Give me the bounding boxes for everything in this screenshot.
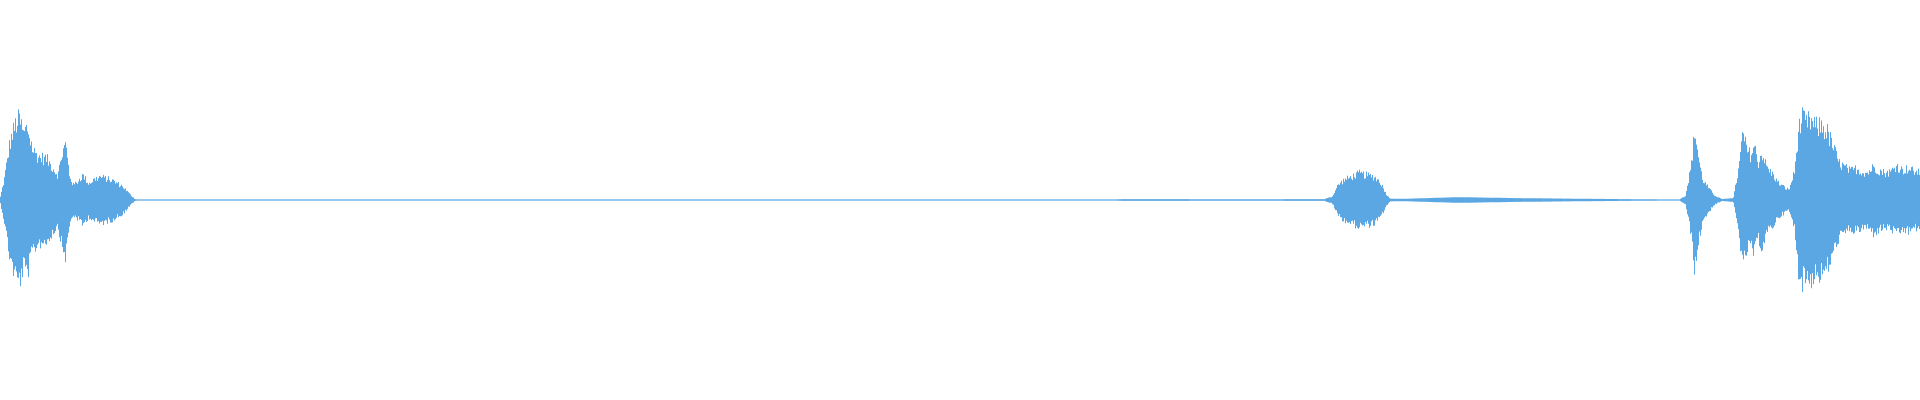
waveform-envelope bbox=[0, 107, 1920, 293]
